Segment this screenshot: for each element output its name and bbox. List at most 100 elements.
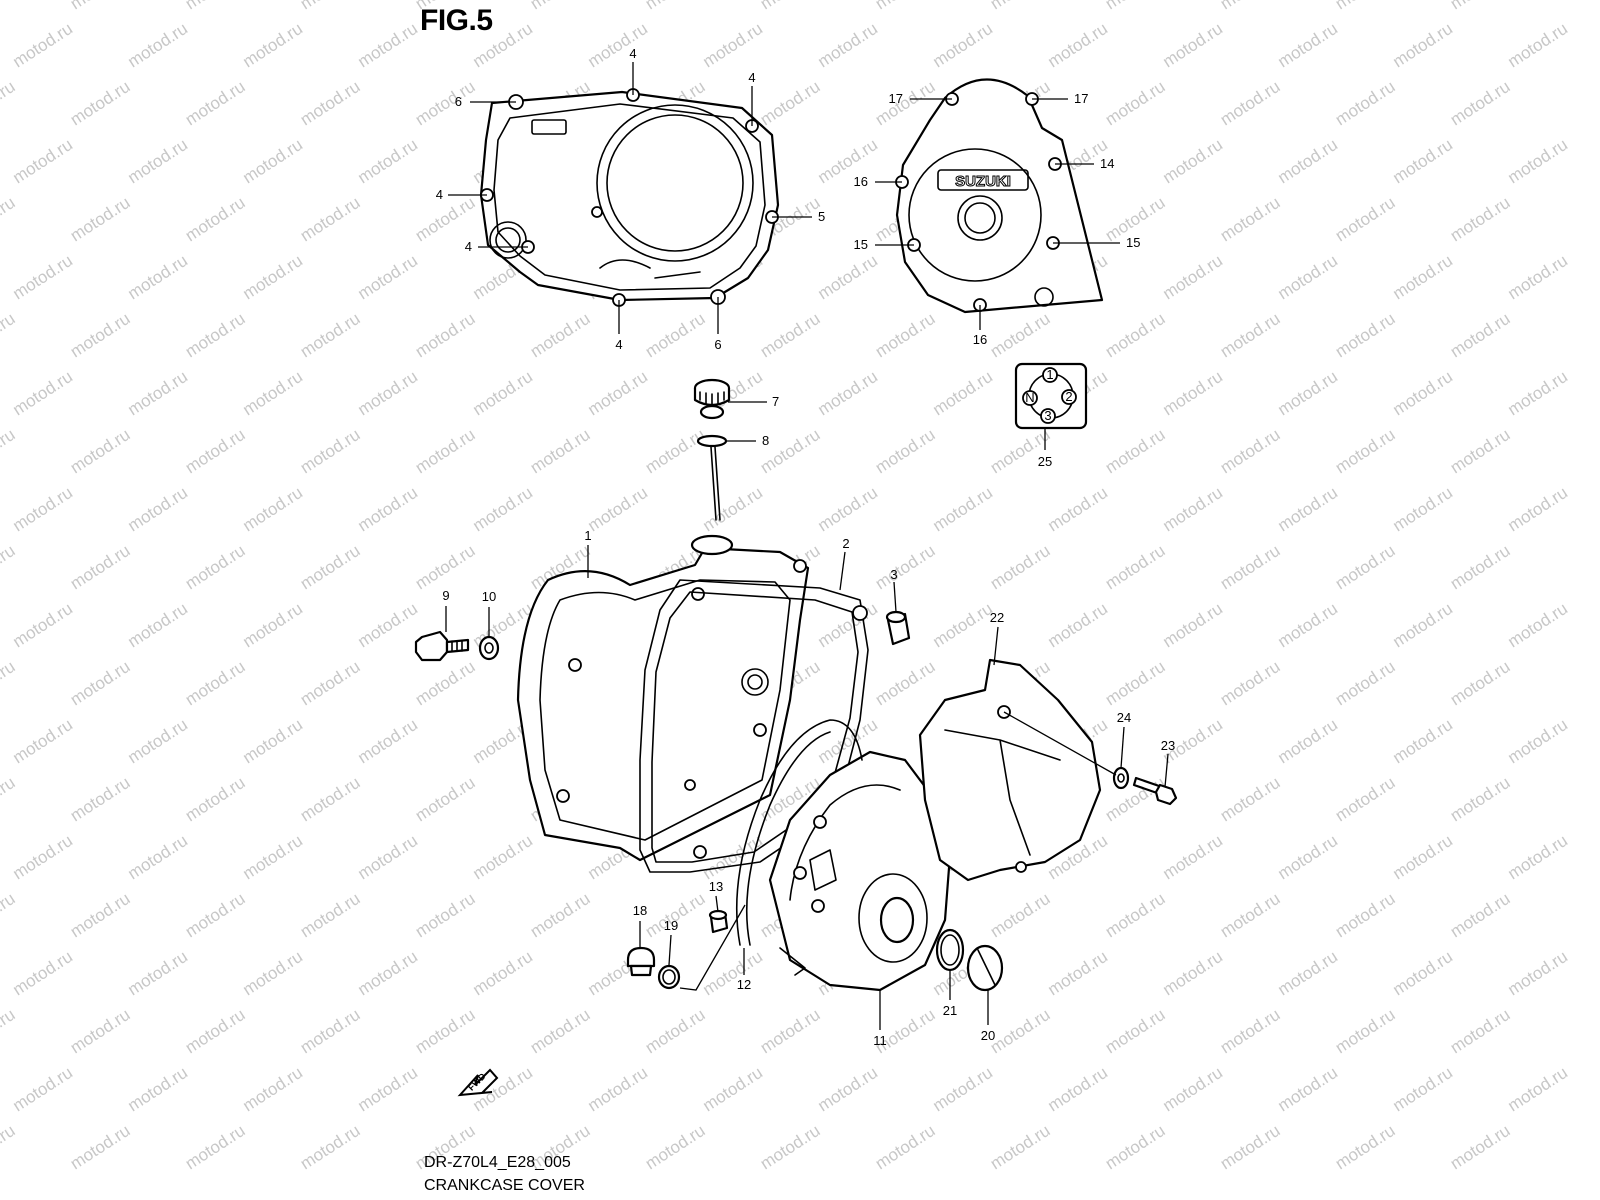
watermark-text: motod.ru xyxy=(987,889,1054,941)
watermark-text: motod.ru xyxy=(1504,715,1571,767)
watermark-text: motod.ru xyxy=(1504,251,1571,303)
callout-c25: 25 xyxy=(1038,454,1052,469)
watermark-text: motod.ru xyxy=(354,715,421,767)
watermark-text: motod.ru xyxy=(929,599,996,651)
bolt-23 xyxy=(1132,776,1178,806)
watermark-text: motod.ru xyxy=(1389,1063,1456,1115)
watermark-text: motod.ru xyxy=(699,483,766,535)
watermark-text: motod.ru xyxy=(814,483,881,535)
watermark-text: motod.ru xyxy=(1274,483,1341,535)
watermark-text: motod.ru xyxy=(239,367,306,419)
watermark-text: motod.ru xyxy=(1159,19,1226,71)
watermark-text: motod.ru xyxy=(1274,251,1341,303)
callout-c10: 10 xyxy=(482,589,496,604)
watermark-text: motod.ru xyxy=(9,483,76,535)
callout-c4c: 4 xyxy=(436,187,443,202)
watermark-text: motod.ru xyxy=(297,1005,364,1057)
watermark-text: motod.ru xyxy=(412,541,479,593)
watermark-text: motod.ru xyxy=(1504,1063,1571,1115)
watermark-text: motod.ru xyxy=(297,1121,364,1173)
watermark-text: motod.ru xyxy=(9,831,76,883)
diagram-name: CRANKCASE COVER xyxy=(424,1177,585,1194)
watermark-text: motod.ru xyxy=(9,367,76,419)
watermark-text: motod.ru xyxy=(814,19,881,71)
watermark-text: motod.ru xyxy=(699,831,766,883)
watermark-text: motod.ru xyxy=(354,19,421,71)
watermark-text: motod.ru xyxy=(1332,0,1399,13)
watermark-text: motod.ru xyxy=(1159,599,1226,651)
watermark-text: motod.ru xyxy=(1159,947,1226,999)
watermark-text: motod.ru xyxy=(182,0,249,13)
watermark-text: motod.ru xyxy=(642,1005,709,1057)
watermark-text: motod.ru xyxy=(239,715,306,767)
callout-c7: 7 xyxy=(772,394,779,409)
watermark-text: motod.ru xyxy=(1332,77,1399,129)
watermark-text: motod.ru xyxy=(872,309,939,361)
watermark-text: motod.ru xyxy=(1447,889,1514,941)
watermark-text: motod.ru xyxy=(354,831,421,883)
watermark-text: motod.ru xyxy=(0,1121,18,1173)
watermark-text: motod.ru xyxy=(1274,715,1341,767)
watermark-text: motod.ru xyxy=(412,193,479,245)
watermark-text: motod.ru xyxy=(1044,19,1111,71)
watermark-text: motod.ru xyxy=(297,309,364,361)
callout-c23: 23 xyxy=(1161,738,1175,753)
watermark-text: motod.ru xyxy=(1332,1121,1399,1173)
watermark-text: motod.ru xyxy=(987,541,1054,593)
watermark-text: motod.ru xyxy=(1389,599,1456,651)
callout-c9: 9 xyxy=(442,588,449,603)
callout-c1: 1 xyxy=(584,528,591,543)
o-ring-21 xyxy=(935,928,965,972)
watermark-text: motod.ru xyxy=(239,1063,306,1115)
crankcase-cover xyxy=(516,534,810,862)
watermark-text: motod.ru xyxy=(9,19,76,71)
watermark-text: motod.ru xyxy=(469,367,536,419)
watermark-text: motod.ru xyxy=(124,367,191,419)
watermark-text: motod.ru xyxy=(412,425,479,477)
watermark-text: motod.ru xyxy=(1044,1063,1111,1115)
watermark-text: motod.ru xyxy=(9,1063,76,1115)
watermark-text: motod.ru xyxy=(182,541,249,593)
dowel-pin-upper xyxy=(885,610,911,646)
watermark-text: motod.ru xyxy=(0,541,18,593)
watermark-text: motod.ru xyxy=(872,1005,939,1057)
callout-c17a: 17 xyxy=(889,91,903,106)
watermark-text: motod.ru xyxy=(1102,657,1169,709)
watermark-text: motod.ru xyxy=(1389,19,1456,71)
watermark-text: motod.ru xyxy=(1217,657,1284,709)
gear-position-indicator: 1 2 3 N xyxy=(1014,362,1088,430)
watermark-text: motod.ru xyxy=(527,889,594,941)
watermark-text: motod.ru xyxy=(1332,889,1399,941)
watermark-text: motod.ru xyxy=(757,0,824,13)
watermark-text: motod.ru xyxy=(354,135,421,187)
watermark-text: motod.ru xyxy=(124,483,191,535)
watermark-text: motod.ru xyxy=(1102,1121,1169,1173)
plug-20 xyxy=(966,944,1004,992)
watermark-text: motod.ru xyxy=(297,541,364,593)
watermark-text: motod.ru xyxy=(0,425,18,477)
callouts: 4 4 6 4 5 4 4 6 17 17 16 14 15 15 16 7 8 xyxy=(436,46,1175,1048)
watermark-text: motod.ru xyxy=(527,309,594,361)
watermark-text: motod.ru xyxy=(1504,367,1571,419)
watermark-text: motod.ru xyxy=(67,309,134,361)
watermark-text: motod.ru xyxy=(1447,1121,1514,1173)
watermark-text: motod.ru xyxy=(1447,77,1514,129)
watermark-text: motod.ru xyxy=(182,77,249,129)
watermark-text: motod.ru xyxy=(1159,367,1226,419)
watermark-text: motod.ru xyxy=(1159,135,1226,187)
watermark-text: motod.ru xyxy=(1044,947,1111,999)
watermark-text: motod.ru xyxy=(814,599,881,651)
watermark-text: motod.ru xyxy=(1102,541,1169,593)
watermark-text: motod.ru xyxy=(297,657,364,709)
watermark-text: motod.ru xyxy=(67,0,134,13)
watermark-text: motod.ru xyxy=(757,309,824,361)
watermark-text: motod.ru xyxy=(1447,0,1514,13)
watermark-text: motod.ru xyxy=(814,251,881,303)
watermark-text: motod.ru xyxy=(469,483,536,535)
watermark-text: motod.ru xyxy=(1332,1005,1399,1057)
watermark-text: motod.ru xyxy=(297,77,364,129)
watermark-text: motod.ru xyxy=(872,657,939,709)
watermark-text: motod.ru xyxy=(1447,425,1514,477)
callout-c16a: 16 xyxy=(854,174,868,189)
watermark-text: motod.ru xyxy=(1044,483,1111,535)
